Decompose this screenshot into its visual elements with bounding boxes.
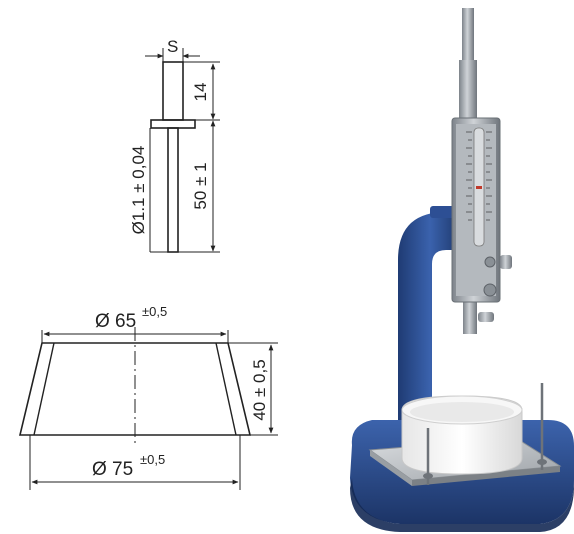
needle-drawing: [145, 48, 220, 252]
needle-label-diameter: Ø1.1 ± 0,04: [129, 146, 148, 235]
screw-lower: [478, 312, 494, 322]
cone-bottom-diameter: Ø 75: [92, 459, 133, 480]
vicat-apparatus-illustration: [350, 8, 574, 532]
clamp-screw-right: [500, 255, 512, 269]
needle-shaft: [168, 128, 178, 252]
scale-indicator: [476, 186, 482, 189]
needle-collar: [151, 120, 195, 128]
cone-top-tolerance: ±0,5: [142, 304, 167, 319]
cone-top-diameter: Ø 65: [95, 311, 136, 332]
cone-height-label: 40 ± 0,5: [250, 359, 269, 420]
needle-label-14: 14: [191, 83, 210, 102]
needle-label-s: S: [167, 37, 178, 56]
knob-lower: [484, 284, 496, 296]
cone-bottom-tolerance: ±0,5: [140, 452, 165, 467]
knob-upper: [485, 257, 495, 267]
needle-upper-shank: [163, 62, 183, 120]
needle-label-50: 50 ± 1: [191, 162, 210, 209]
